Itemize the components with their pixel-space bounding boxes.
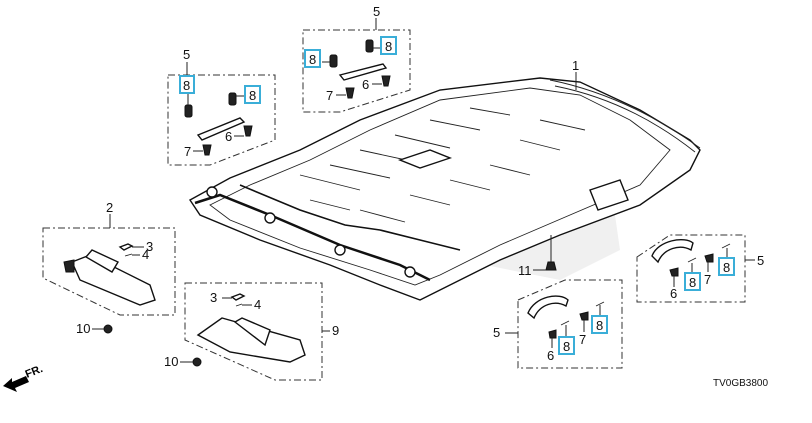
sun-visor-left-group <box>42 214 176 334</box>
callout-9[interactable]: 9 <box>332 323 339 338</box>
callout-5-b[interactable]: 5 <box>373 4 380 19</box>
callout-10-a[interactable]: 10 <box>76 321 90 336</box>
callout-4-b[interactable]: 4 <box>254 297 261 312</box>
callout-5-a[interactable]: 5 <box>183 47 190 62</box>
highlight-box-8 <box>244 85 261 104</box>
callout-8-f[interactable]: 8 <box>596 318 603 333</box>
callout-10-b[interactable]: 10 <box>164 354 178 369</box>
callout-4-a[interactable]: 4 <box>142 247 149 262</box>
grip-group-top-left <box>167 62 276 166</box>
callout-5-d[interactable]: 5 <box>757 253 764 268</box>
callout-3-b[interactable]: 3 <box>210 290 217 305</box>
highlight-box-8 <box>304 49 321 68</box>
callout-7-d[interactable]: 7 <box>704 272 711 287</box>
callout-2[interactable]: 2 <box>106 200 113 215</box>
highlight-box-8 <box>591 315 608 334</box>
callout-1[interactable]: 1 <box>572 58 579 73</box>
callout-8-d[interactable]: 8 <box>385 39 392 54</box>
callout-6-b[interactable]: 6 <box>362 77 369 92</box>
grip-group-bottom-center <box>505 279 623 369</box>
headliner-clip-11[interactable] <box>533 235 557 271</box>
callout-7-c[interactable]: 7 <box>579 332 586 347</box>
grip-group-right <box>636 234 755 303</box>
highlight-box-8 <box>684 272 701 291</box>
callout-5-c[interactable]: 5 <box>493 325 500 340</box>
headliner[interactable] <box>188 72 701 301</box>
callout-7-a[interactable]: 7 <box>184 144 191 159</box>
callout-8-e[interactable]: 8 <box>563 339 570 354</box>
highlight-box-8 <box>179 75 195 94</box>
highlight-box-8 <box>380 36 397 55</box>
callout-6-c[interactable]: 6 <box>547 348 554 363</box>
sun-visor-right-group <box>180 282 330 381</box>
front-direction-arrow-icon <box>3 376 29 392</box>
diagram-code: TV0GB3800 <box>713 378 768 389</box>
callout-8-h[interactable]: 8 <box>723 260 730 275</box>
callout-6-d[interactable]: 6 <box>670 286 677 301</box>
callout-11[interactable]: 11 <box>518 263 532 278</box>
callout-3-a[interactable]: 3 <box>146 239 153 254</box>
highlight-box-8 <box>558 336 575 355</box>
callout-8-b[interactable]: 8 <box>249 88 256 103</box>
highlight-box-8 <box>718 257 735 276</box>
front-direction-label: FR. <box>24 363 45 381</box>
grip-group-top-center <box>302 18 411 113</box>
callout-7-b[interactable]: 7 <box>326 88 333 103</box>
callout-8-a[interactable]: 8 <box>183 78 190 93</box>
callout-8-g[interactable]: 8 <box>689 275 696 290</box>
callout-8-c[interactable]: 8 <box>309 52 316 67</box>
callout-6-a[interactable]: 6 <box>225 129 232 144</box>
